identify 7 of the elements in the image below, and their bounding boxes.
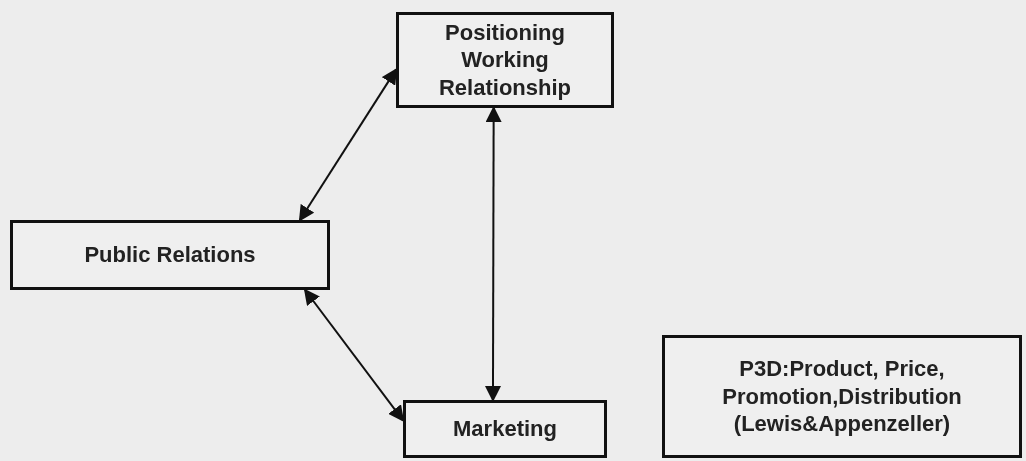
text-box: Public Relations [10,220,330,290]
double-headed-arrow [303,288,405,422]
double-headed-arrow [485,106,502,402]
text-box: Positioning Working Relationship [396,12,614,108]
text-box: Marketing [403,400,607,458]
double-headed-arrow [298,67,398,222]
text-box: P3D:Product, Price, Promotion,Distribution (Lewis&Appenzeller) [662,335,1022,458]
